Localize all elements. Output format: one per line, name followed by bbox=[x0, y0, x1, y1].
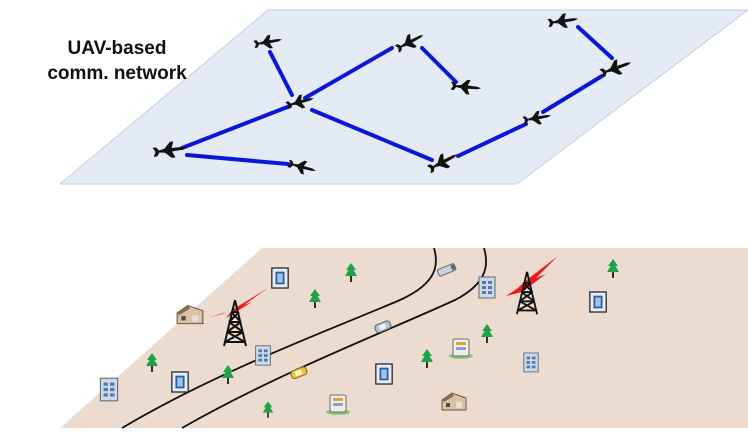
uav-link bbox=[185, 153, 290, 166]
uav-network-label-line2: comm. network bbox=[47, 63, 187, 84]
truck-icon bbox=[436, 263, 457, 277]
office-building-icon bbox=[255, 345, 271, 366]
office-building-icon bbox=[99, 377, 119, 402]
uav-link bbox=[303, 46, 394, 100]
office-building-icon bbox=[589, 291, 607, 313]
base-station-right bbox=[506, 256, 558, 316]
office-building-icon bbox=[478, 276, 496, 299]
shopping-mall-icon bbox=[448, 338, 474, 360]
rail-line bbox=[181, 247, 487, 429]
rail-line bbox=[121, 247, 437, 429]
uav-link bbox=[180, 104, 292, 150]
uav-network-label: UAV-based comm. network bbox=[22, 36, 212, 86]
uav-link bbox=[268, 50, 294, 97]
shopping-mall-icon bbox=[325, 394, 351, 416]
vehicles bbox=[290, 263, 457, 380]
car-icon bbox=[290, 366, 308, 380]
uav-link bbox=[541, 74, 604, 114]
uav-network-label-line1: UAV-based bbox=[67, 38, 167, 59]
uav-layer-plane bbox=[58, 9, 748, 185]
office-building-icon bbox=[375, 363, 393, 385]
office-building-icon bbox=[271, 267, 289, 289]
ground-layer-plane bbox=[60, 248, 748, 428]
uav-links bbox=[180, 25, 614, 166]
uav-link bbox=[576, 25, 614, 60]
car-icon bbox=[374, 320, 392, 334]
railway bbox=[121, 247, 487, 429]
uav-link bbox=[310, 108, 434, 162]
uav-link bbox=[420, 46, 458, 84]
signal-burst-icon bbox=[506, 256, 558, 296]
office-building-icon bbox=[523, 352, 539, 373]
uav-link bbox=[456, 122, 528, 158]
office-building-icon bbox=[171, 371, 189, 393]
